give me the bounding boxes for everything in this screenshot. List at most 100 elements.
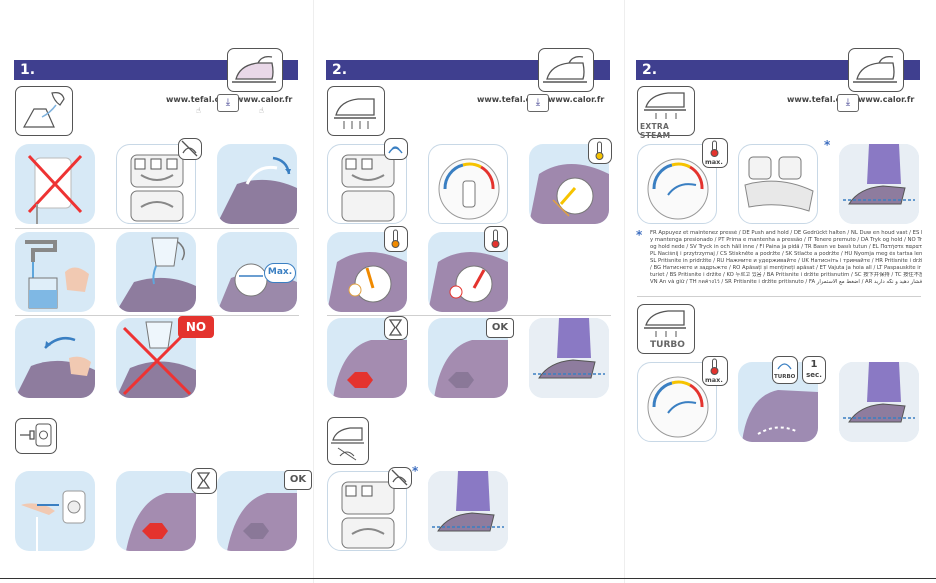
one-second-badge: 1 sec.: [802, 356, 826, 384]
iron-icon: [849, 49, 902, 90]
row-divider: [15, 228, 299, 229]
max-temperature-badge: max.: [702, 138, 728, 168]
tap-and-jug-icon: [15, 232, 95, 312]
download-icon[interactable]: ⤓: [837, 94, 859, 112]
turbo-iron-icon: [638, 305, 693, 339]
push-and-hold-note: FR Appuyez et maintenez pressé / DE Push…: [650, 230, 922, 286]
no-steam-icon: [389, 468, 410, 487]
thermometer-badge: [588, 138, 612, 164]
thermometer-red-icon: [703, 357, 726, 377]
ok-badge: OK: [486, 318, 514, 338]
note-line: VN Ấn và giữ / TH กดค้างไว้ / SR Pritisn…: [650, 279, 922, 286]
column-step-1: 1. www.tefal.com www.calor.fr ⤓ ☝ ☝: [14, 0, 299, 583]
open-water-tank-tile: [217, 144, 297, 224]
power-outlet-crossed-icon: [15, 144, 95, 224]
turbo-small-text: TURBO: [774, 374, 795, 380]
ironing-motion-icon: [428, 471, 508, 551]
thermometer-badge: [384, 226, 408, 252]
steam-ironing-instruction-box: [327, 86, 385, 136]
steam-icon: [385, 139, 406, 158]
fill-water-instruction-box: [15, 86, 73, 136]
hourglass-icon: [192, 469, 215, 492]
note-line: turiet / BS Pritisnite i držite / KO 누르고…: [650, 272, 922, 279]
note-line: PL Naciśnij i przytrzymaj / CS Stiskněte…: [650, 251, 922, 258]
column-divider: [313, 0, 314, 583]
ironing-motion-icon: [839, 362, 919, 442]
thermometer-badge: [484, 226, 508, 252]
plug-in-tile: [15, 471, 95, 551]
step-number: 2.: [642, 62, 657, 78]
footnote-asterisk: *: [636, 228, 642, 242]
extra-steam-ironing-tile: [839, 144, 919, 224]
footnote-asterisk: *: [412, 464, 418, 478]
note-line: y mantenga presionado / PT Prima e mante…: [650, 237, 922, 244]
calor-url[interactable]: www.calor.fr: [236, 95, 292, 104]
page-bottom-rule: [0, 578, 936, 579]
row-divider: [327, 315, 611, 316]
column-divider: [624, 0, 625, 583]
download-icon[interactable]: ⤓: [217, 94, 239, 112]
dry-ironing-tile: [428, 471, 508, 551]
iron-icon: [539, 49, 592, 90]
temperature-dial-icon: [429, 145, 508, 224]
pour-water-icon: [16, 87, 71, 134]
turbo-ironing-tile: [839, 362, 919, 442]
calor-pointer-icon: ☝: [259, 106, 264, 115]
temperature-dial-tile: [428, 144, 508, 224]
hourglass-badge: [191, 468, 217, 494]
note-line: SL Pritisnite in pridržite / RU Нажмите …: [650, 258, 922, 265]
max-small-text: max.: [705, 158, 723, 166]
column-step-2-extra-steam: 2. EXTRA STEAM www.tefal.com www.calor.f…: [636, 0, 921, 583]
ok-text: OK: [290, 474, 306, 485]
ok-badge: OK: [284, 470, 312, 490]
footnote-asterisk: *: [824, 138, 830, 152]
steam-button-tile: [738, 144, 818, 224]
fill-jug-tile: [15, 232, 95, 312]
plug-socket-icon: [16, 419, 55, 452]
column-step-2-steam: 2. www.tefal.com www.calor.fr ⤓: [326, 0, 611, 583]
turbo-instruction-box: TURBO: [637, 304, 695, 354]
steam-icon: [773, 357, 796, 373]
iron-icon: [228, 49, 281, 90]
step-number: 2.: [332, 62, 347, 78]
dry-iron-icon: [328, 418, 367, 463]
calor-url[interactable]: www.calor.fr: [858, 95, 914, 104]
note-line: og hold nede / SV Tryck in och håll inne…: [650, 244, 922, 251]
iron-category-tag: [227, 48, 283, 92]
row-divider: [15, 315, 299, 316]
heating-light-icon: [116, 471, 196, 551]
thermometer-red-icon: [703, 139, 726, 159]
steam-badge: [384, 138, 408, 160]
close-tank-tile: [15, 318, 95, 398]
max-small-text: max.: [705, 376, 723, 384]
extra-steam-icon: [638, 87, 693, 121]
plug-in-instruction-box: [15, 418, 57, 454]
hourglass-badge: [384, 316, 408, 340]
ironing-motion-icon: [839, 144, 919, 224]
max-temperature-badge: max.: [702, 356, 728, 386]
close-lid-icon: [15, 318, 95, 398]
ironing-motion-icon: [529, 318, 609, 398]
pour-water-tile: [116, 232, 196, 312]
download-icon[interactable]: ⤓: [527, 94, 549, 112]
turbo-label: TURBO: [650, 340, 685, 350]
no-steam-icon: [179, 139, 200, 158]
thermometer-yellow-icon: [589, 139, 610, 162]
hourglass-icon: [385, 317, 406, 338]
no-steam-badge: [388, 467, 412, 489]
turbo-badge: TURBO: [772, 356, 798, 384]
max-level-label: Max.: [264, 263, 296, 283]
no-badge: NO: [178, 316, 214, 338]
no-steam-badge: [178, 138, 202, 160]
extra-steam-label: EXTRA STEAM: [640, 122, 694, 140]
iron-category-tag: [848, 48, 904, 92]
pouring-jug-icon: [116, 232, 196, 312]
iron-tank-open-icon: [217, 144, 297, 224]
tefal-pointer-icon: ☝: [196, 106, 201, 115]
extra-steam-instruction-box: EXTRA STEAM: [637, 86, 695, 136]
steam-iron-icon: [328, 87, 383, 134]
heating-wait-tile: [116, 471, 196, 551]
calor-url[interactable]: www.calor.fr: [548, 95, 604, 104]
no-text: NO: [186, 320, 206, 334]
row-divider: [637, 296, 921, 297]
